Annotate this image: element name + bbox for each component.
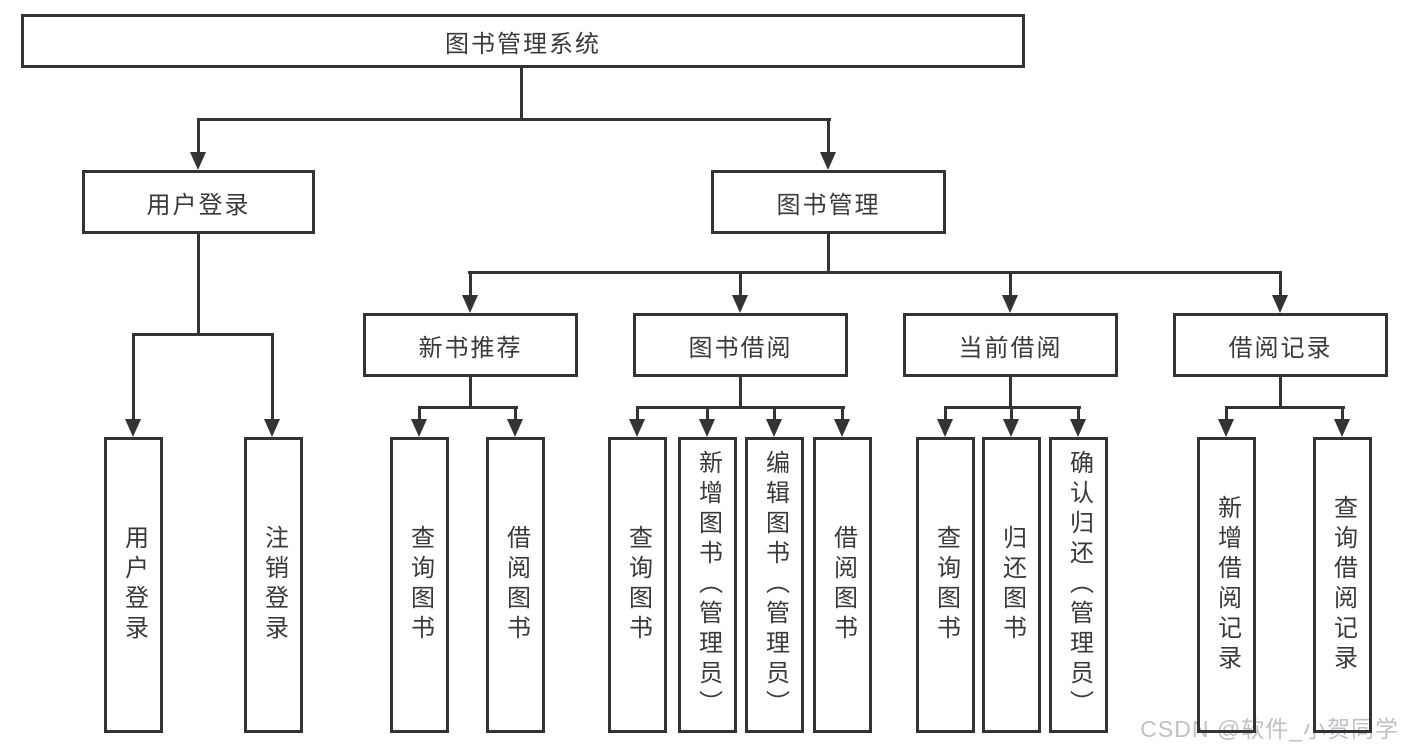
connector-line [514,406,517,421]
arrow-down-icon [507,419,523,437]
node-label: 图书借阅 [688,334,793,362]
arrow-down-icon [1218,419,1234,437]
arrow-down-icon [1003,419,1019,437]
node-user-login: 用户登录 [82,170,315,234]
leaf-label: 借阅图书 [502,525,530,645]
connector-line [132,333,135,421]
leaf-label: 借阅图书 [829,525,857,645]
leaf-label: 新增图书（管理员） [694,450,722,720]
leaf-query-books-current: 查询图书 [916,437,975,733]
connector-line [1279,374,1282,409]
node-borrowing-records: 借阅记录 [1173,313,1388,377]
arrow-down-icon [411,419,427,437]
node-new-book-recommendation: 新书推荐 [363,313,578,377]
arrow-down-icon [834,419,850,437]
arrow-down-icon [462,295,478,313]
connector-line [418,406,421,421]
leaf-add-book-admin: 新增图书（管理员） [678,437,737,733]
connector-line [841,406,844,421]
connector-line [1279,271,1282,297]
node-current-borrowing: 当前借阅 [903,313,1118,377]
arrow-down-icon [1002,295,1018,313]
connector-line [1077,406,1080,421]
leaf-label: 编辑图书（管理员） [761,450,789,720]
connector-line [197,118,831,121]
connector-line [739,374,742,409]
connector-line [944,406,947,421]
connector-line [271,333,274,421]
connector-line [739,271,742,297]
connector-line [1009,271,1012,297]
watermark: CSDN @软件_小贺同学 [1140,716,1399,742]
connector-line [468,271,1282,274]
connector-line [1009,374,1012,409]
connector-line [706,406,709,421]
node-label: 新书推荐 [418,334,523,362]
connector-line [418,406,518,409]
node-label: 当前借阅 [958,334,1063,362]
connector-line [132,333,274,336]
arrow-down-icon [629,419,645,437]
leaf-return-books: 归还图书 [982,437,1041,733]
node-book-borrowing: 图书借阅 [633,313,848,377]
connector-line [1010,406,1013,421]
leaf-label: 查询图书 [624,525,652,645]
arrow-down-icon [125,419,141,437]
connector-line [469,271,472,297]
leaf-label: 新增借阅记录 [1213,495,1241,675]
arrow-down-icon [1272,295,1288,313]
node-label: 图书管理 [776,191,881,219]
connector-line [773,406,776,421]
connector-line [197,118,200,154]
leaf-borrow-books-recommendation: 借阅图书 [486,437,545,733]
leaf-label: 归还图书 [998,525,1026,645]
connector-line [827,232,830,274]
arrow-down-icon [937,419,953,437]
connector-line [636,406,845,409]
leaf-label: 用户登录 [120,525,148,645]
leaf-label: 查询图书 [406,525,434,645]
leaf-edit-book-admin: 编辑图书（管理员） [745,437,804,733]
leaf-add-borrow-record: 新增借阅记录 [1197,437,1256,733]
connector-line [197,232,200,335]
arrow-down-icon [190,152,206,170]
leaf-label: 确认归还（管理员） [1065,450,1093,720]
leaf-logout: 注销登录 [244,437,303,733]
leaf-confirm-return-admin: 确认归还（管理员） [1049,437,1108,733]
node-label: 用户登录 [146,191,251,219]
leaf-query-books-recommendation: 查询图书 [390,437,449,733]
connector-line [827,118,830,154]
node-label: 借阅记录 [1228,334,1333,362]
arrow-down-icon [732,295,748,313]
node-book-management: 图书管理 [711,170,946,234]
arrow-down-icon [264,419,280,437]
leaf-label: 注销登录 [260,525,288,645]
connector-line [1341,406,1344,421]
connector-line [636,406,639,421]
arrow-down-icon [1070,419,1086,437]
leaf-label: 查询图书 [932,525,960,645]
connector-line [1225,406,1228,421]
node-label: 图书管理系统 [445,30,601,58]
arrow-down-icon [699,419,715,437]
connector-line [1225,406,1345,409]
connector-line [520,66,523,120]
arrow-down-icon [820,152,836,170]
arrow-down-icon [1334,419,1350,437]
leaf-user-login: 用户登录 [104,437,163,733]
node-book-management-system: 图书管理系统 [21,14,1025,68]
leaf-query-borrow-record: 查询借阅记录 [1313,437,1372,733]
connector-line [469,374,472,409]
arrow-down-icon [766,419,782,437]
leaf-label: 查询借阅记录 [1329,495,1357,675]
leaf-query-books-borrowing: 查询图书 [608,437,667,733]
leaf-borrow-books-borrowing: 借阅图书 [813,437,872,733]
